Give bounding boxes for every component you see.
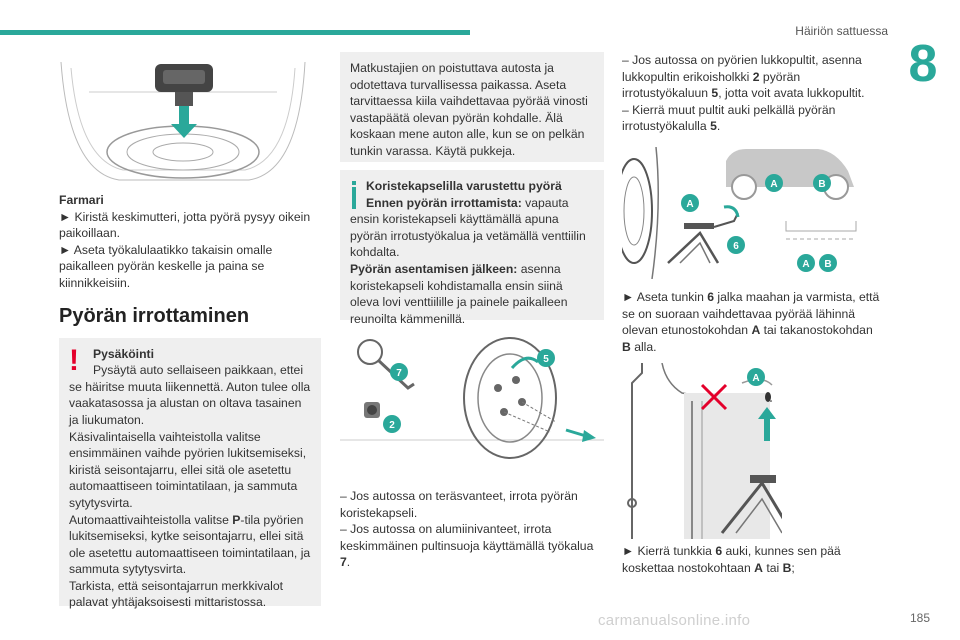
farmari-title: Farmari — [59, 193, 104, 207]
label-6-jack: 6 — [733, 241, 739, 252]
parking-warning-box: ! Pysäköinti Pysäytä auto sellaiseen pai… — [59, 337, 321, 609]
info-icon — [350, 178, 366, 211]
label-2: 2 — [389, 420, 395, 431]
step-place-jack: ► Aseta tunkin 6 jalka maahan ja varmist… — [622, 289, 880, 354]
step-alloy-wheels: – Jos autossa on alumiinivanteet, irrota… — [340, 522, 594, 570]
step-steel-wheels: – Jos autossa on teräsvanteet, irrota py… — [340, 489, 578, 520]
warning-body-3: Automaattivaihteistolla valitse P-tila p… — [69, 512, 311, 577]
section-title: Häiriön sattuessa — [795, 24, 888, 38]
jack-contact-illustration: A — [627, 363, 782, 540]
column-2: Matkustajien on poistuttava autosta ja o… — [340, 52, 604, 571]
label-A-sill: A — [802, 259, 809, 270]
warning-body-4: Tarkista, että seisontajarrun merkkivalo… — [69, 578, 284, 610]
jack-points-illustration: A 6 A B A B — [622, 146, 857, 279]
section-heading: Pyörän irrottaminen — [59, 304, 250, 327]
label-5: 5 — [543, 354, 549, 365]
warning-body-1: se häiritse muuta liikennettä. Auton tul… — [69, 379, 311, 427]
spare-wheel-trunk-illustration — [60, 61, 306, 181]
label-B-sill: B — [824, 259, 831, 270]
farmari-step-2: ► Aseta työkalulaatikko takaisin omalle … — [59, 242, 273, 290]
step-loosen-bolts: – Kierrä muut pultit auki pelkällä pyörä… — [622, 102, 836, 134]
label-B-car: B — [818, 179, 825, 190]
label-7: 7 — [396, 368, 402, 379]
page-number: 185 — [909, 611, 930, 625]
warning-title: Pysäköinti — [93, 346, 154, 361]
info-before-removal: Ennen pyörän irrottamista: vapauta — [366, 195, 569, 210]
step-turn-jack: ► Kierrä tunkkia 6 auki, kunnes sen pää … — [622, 544, 841, 575]
step-locking-bolts: – Jos autossa on pyörien lukkopultit, as… — [622, 53, 865, 101]
warning-body-2: Käsivalintaisella vaihteistolla valitse … — [69, 429, 307, 510]
warning-icon: ! — [69, 343, 79, 377]
info-body: ensin koristekapseli käyttämällä apuna p… — [350, 212, 586, 260]
watermark: carmanualsonline.info — [598, 612, 751, 629]
label-A-contact: A — [752, 373, 759, 384]
hubcap-info-box: Koristekapselilla varustettu pyörä Ennen… — [340, 170, 604, 326]
label-A-jack: A — [686, 199, 693, 210]
header-accent-bar — [0, 30, 470, 35]
warning-first-line: Pysäytä auto sellaiseen paikkaan, ettei — [93, 363, 304, 378]
chapter-number: 8 — [908, 35, 938, 93]
column-3: – Jos autossa on pyörien lukkopultit, as… — [622, 52, 884, 577]
farmari-step-1: ► Kiristä keskimutteri, jotta pyörä pysy… — [59, 209, 311, 241]
info-title: Koristekapselilla varustettu pyörä — [366, 179, 562, 193]
safety-box: Matkustajien on poistuttava autosta ja o… — [340, 52, 604, 162]
safety-text: Matkustajien on poistuttava autosta ja o… — [350, 61, 588, 158]
column-1: Farmari ► Kiristä keskimutteri, jotta py… — [59, 52, 321, 609]
label-A-car: A — [770, 179, 777, 190]
wheel-tools-illustration: 7 2 5 — [340, 337, 604, 459]
info-after-fitting: Pyörän asentamisen jälkeen: asenna koris… — [350, 261, 568, 326]
